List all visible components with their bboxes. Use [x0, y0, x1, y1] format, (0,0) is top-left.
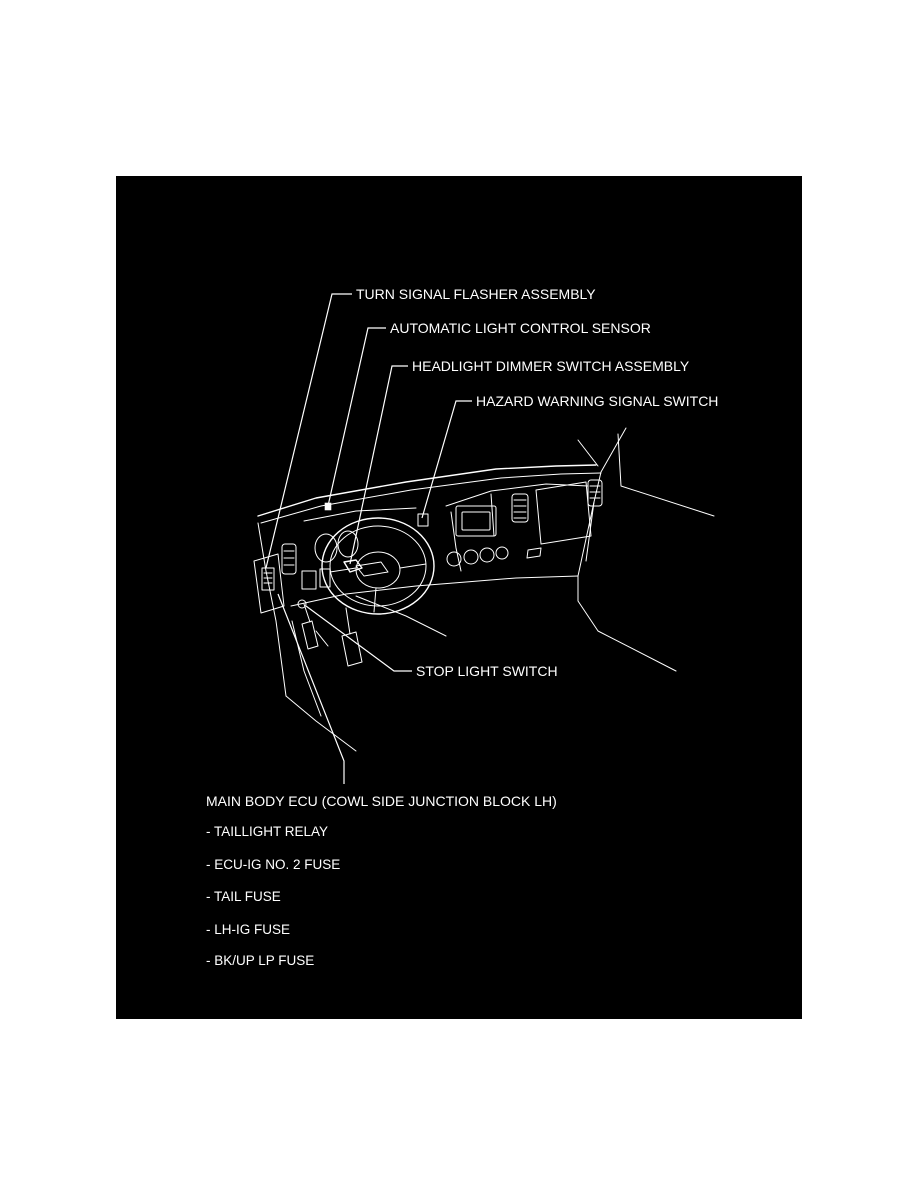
ecu-item-lh-ig-fuse: - LH-IG FUSE	[206, 922, 290, 937]
callout-automatic-light-control-sensor: AUTOMATIC LIGHT CONTROL SENSOR	[390, 320, 651, 336]
ecu-item-taillight-relay: - TAILLIGHT RELAY	[206, 824, 328, 839]
callout-headlight-dimmer-switch-assembly: HEADLIGHT DIMMER SWITCH ASSEMBLY	[412, 358, 690, 374]
callout-turn-signal-flasher-assembly: TURN SIGNAL FLASHER ASSEMBLY	[356, 286, 596, 302]
dashboard-outline	[253, 427, 715, 752]
ecu-item-tail-fuse: - TAIL FUSE	[206, 889, 281, 904]
callout-main-body-ecu: MAIN BODY ECU (COWL SIDE JUNCTION BLOCK …	[206, 793, 557, 809]
callout-hazard-warning-signal-switch: HAZARD WARNING SIGNAL SWITCH	[476, 393, 718, 409]
ecu-item-bk-up-lp-fuse: - BK/UP LP FUSE	[206, 953, 314, 968]
callout-stop-light-switch: STOP LIGHT SWITCH	[416, 663, 558, 679]
dashboard-line-drawing: TURN SIGNAL FLASHER ASSEMBLY AUTOMATIC L…	[206, 286, 718, 968]
ecu-item-ecu-ig-no2-fuse: - ECU-IG NO. 2 FUSE	[206, 857, 340, 872]
diagram-figure: TURN SIGNAL FLASHER ASSEMBLY AUTOMATIC L…	[116, 176, 802, 1019]
leader-lines	[265, 293, 472, 784]
